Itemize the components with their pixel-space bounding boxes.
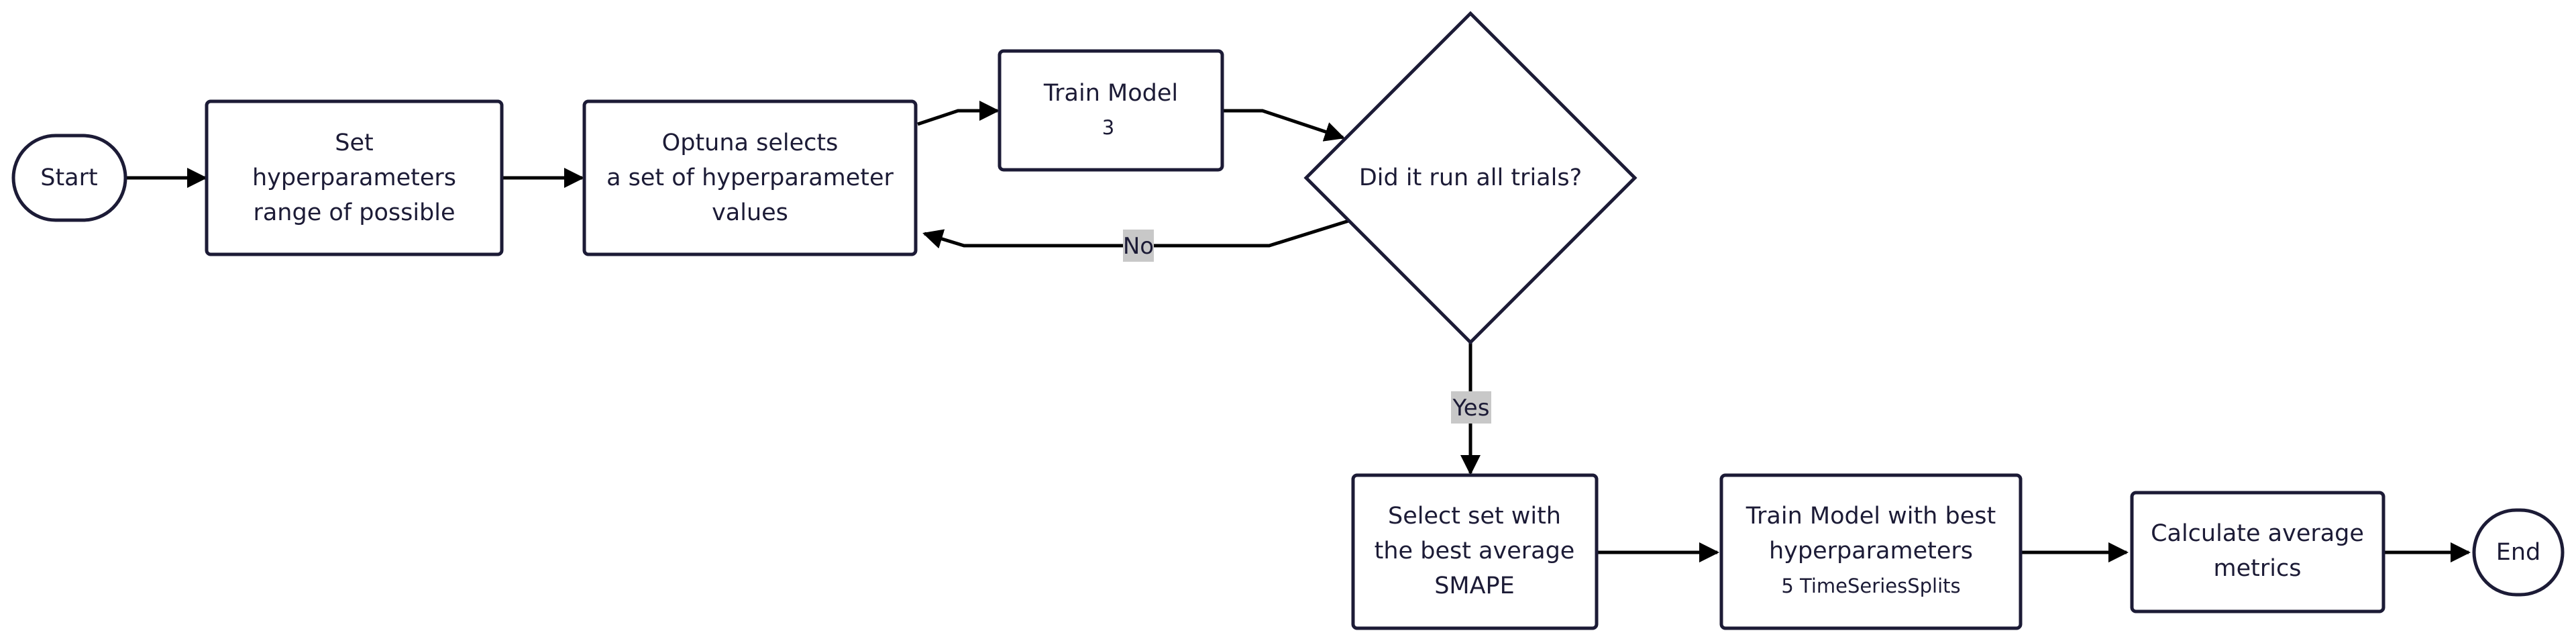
decision-label: Did it run all trials? — [1359, 164, 1582, 191]
optuna-line-1: Optuna selects — [662, 130, 839, 156]
edge-label-yes-text: Yes — [1452, 395, 1490, 422]
select-best-node: Select set with the best average SMAPE — [1351, 473, 1599, 630]
calc-line-2: metrics — [2214, 555, 2302, 582]
edge-optuna-to-train — [917, 101, 1000, 126]
train-model-sub: 3 — [1102, 116, 1114, 139]
optuna-line-2: a set of hyperparameter — [606, 164, 894, 191]
edge-label-no-text: No — [1123, 233, 1154, 260]
edge-decision-no-to-optuna — [922, 217, 1354, 249]
end-label: End — [2496, 539, 2541, 566]
edge-label-no: No — [1123, 230, 1154, 262]
train-best-line-1: Train Model with best — [1746, 503, 1996, 530]
train-model-node: Train Model 3 — [998, 49, 1224, 172]
set-range-line-2: hyperparameters — [252, 164, 456, 191]
set-range-node: Set hyperparameters range of possible — [205, 99, 504, 256]
select-best-line-1: Select set with — [1388, 503, 1561, 530]
calc-line-1: Calculate average — [2151, 520, 2364, 547]
optuna-select-node: Optuna selects a set of hyperparameter v… — [582, 99, 918, 256]
train-model-label: Train Model — [1043, 80, 1178, 107]
train-best-node: Train Model with best hyperparameters 5 … — [1719, 473, 2023, 630]
select-best-line-2: the best average — [1375, 538, 1575, 564]
set-range-line-1: Set — [335, 130, 373, 156]
start-node: Start — [11, 134, 127, 222]
edge-train-to-decision — [1221, 109, 1345, 142]
train-best-line-2: hyperparameters — [1769, 538, 1973, 564]
calc-metrics-node: Calculate average metrics — [2130, 491, 2385, 613]
set-range-line-3: range of possible — [253, 199, 455, 226]
decision-node: Did it run all trials? — [1303, 11, 1638, 345]
start-label: Start — [40, 164, 98, 191]
select-best-line-3: SMAPE — [1434, 573, 1515, 599]
end-node: End — [2472, 508, 2565, 597]
train-best-sub: 5 TimeSeriesSplits — [1781, 575, 1960, 597]
optuna-line-3: values — [712, 199, 788, 226]
edge-label-yes: Yes — [1451, 391, 1491, 424]
